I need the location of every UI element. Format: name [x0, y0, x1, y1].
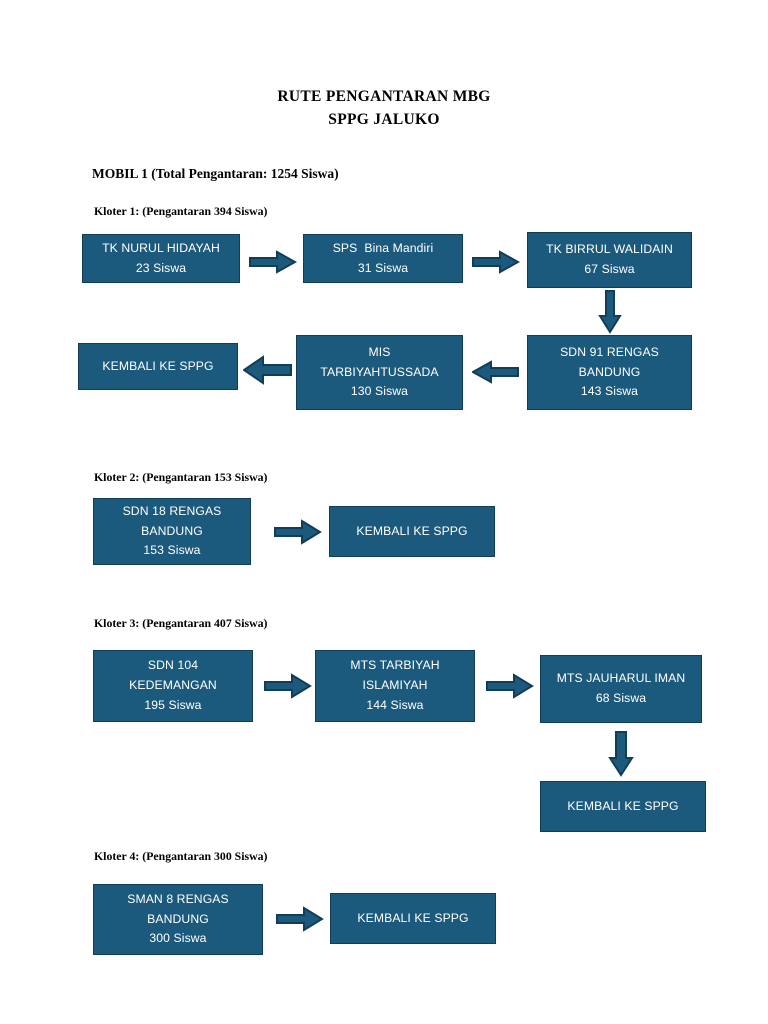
node-sdn-18-rengas-bandung[interactable]: SDN 18 RENGAS BANDUNG 153 Siswa: [93, 498, 251, 565]
node-mis-tarbiyahtussada[interactable]: MIS TARBIYAHTUSSADA 130 Siswa: [296, 335, 463, 410]
node-line-2: TARBIYAHTUSSADA: [320, 364, 439, 379]
node-line-1: SDN 91 RENGAS: [560, 344, 659, 359]
node-mts-tarbiyah-islamiyah[interactable]: MTS TARBIYAH ISLAMIYAH 144 Siswa: [315, 650, 475, 722]
cluster-heading-kloter-4: Kloter 4: (Pengantaran 300 Siswa): [94, 849, 268, 863]
node-line-1: SPS Bina Mandiri: [332, 240, 434, 255]
node-sman-8-rengas-bandung[interactable]: SMAN 8 RENGAS BANDUNG 300 Siswa: [93, 884, 263, 955]
arrow-left-k1-5-to-6: [243, 355, 293, 385]
node-tk-birrul-walidain[interactable]: TK BIRRUL WALIDAIN 67 Siswa: [527, 232, 692, 288]
arrow-down-k1-3-to-4: [598, 290, 622, 334]
arrow-down-k3-3-to-4: [608, 731, 634, 777]
cluster-heading-kloter-3: Kloter 3: (Pengantaran 407 Siswa): [94, 616, 268, 630]
node-line-3: 144 Siswa: [366, 697, 424, 712]
node-line-1: KEMBALI KE SPPG: [356, 523, 468, 538]
node-mts-jauharul-iman[interactable]: MTS JAUHARUL IMAN 68 Siswa: [540, 655, 702, 723]
node-sdn-104-kedemangan[interactable]: SDN 104 KEDEMANGAN 195 Siswa: [93, 650, 253, 722]
node-line-2: BANDUNG: [578, 364, 641, 379]
node-line-1: MIS: [368, 344, 391, 359]
cluster-heading-kloter-2: Kloter 2: (Pengantaran 153 Siswa): [94, 470, 268, 484]
node-line-1: SDN 18 RENGAS: [122, 503, 222, 518]
node-tk-nurul-hidayah[interactable]: TK NURUL HIDAYAH 23 Siswa: [82, 234, 240, 283]
node-line-1: KEMBALI KE SPPG: [567, 798, 679, 813]
node-line-1: KEMBALI KE SPPG: [102, 358, 214, 373]
arrow-left-k1-4-to-5: [472, 360, 520, 384]
arrow-right-k4-1-to-2: [276, 906, 324, 932]
node-line-1: MTS JAUHARUL IMAN: [556, 671, 686, 686]
node-line-2: KEDEMANGAN: [129, 678, 217, 693]
arrow-right-k3-1-to-2: [264, 673, 312, 699]
node-sps-bina-mandiri[interactable]: SPS Bina Mandiri 31 Siswa: [303, 234, 463, 283]
node-line-3: 130 Siswa: [350, 384, 409, 399]
page-title-line-2: SPPG JALUKO: [328, 111, 440, 128]
node-sdn-91-rengas-bandung[interactable]: SDN 91 RENGAS BANDUNG 143 Siswa: [527, 335, 692, 410]
node-line-1: MTS TARBIYAH: [350, 658, 440, 673]
node-line-2: 68 Siswa: [595, 691, 647, 705]
node-line-1: SMAN 8 RENGAS: [127, 891, 229, 906]
node-line-1: KEMBALI KE SPPG: [357, 910, 469, 925]
arrow-right-k2-1-to-2: [274, 519, 322, 545]
node-line-1: TK NURUL HIDAYAH: [102, 240, 220, 255]
arrow-right-k1-1-to-2: [249, 250, 297, 274]
node-line-2: 67 Siswa: [584, 262, 635, 276]
node-line-3: 153 Siswa: [143, 543, 201, 558]
node-line-1: SDN 104: [147, 658, 199, 673]
page-title-line-1: RUTE PENGANTARAN MBG: [277, 88, 491, 105]
node-line-3: 300 Siswa: [149, 931, 207, 946]
vehicle-heading: MOBIL 1 (Total Pengantaran: 1254 Siswa): [92, 166, 339, 181]
node-line-2: BANDUNG: [141, 523, 203, 538]
node-line-3: 195 Siswa: [144, 697, 202, 712]
arrow-right-k3-2-to-3: [486, 673, 534, 699]
node-line-2: BANDUNG: [147, 911, 209, 926]
node-kembali-ke-sppg-k1[interactable]: KEMBALI KE SPPG: [78, 343, 238, 390]
node-line-1: TK BIRRUL WALIDAIN: [546, 242, 673, 257]
node-kembali-ke-sppg-k4[interactable]: KEMBALI KE SPPG: [330, 893, 496, 944]
cluster-heading-kloter-1: Kloter 1: (Pengantaran 394 Siswa): [94, 204, 268, 218]
node-kembali-ke-sppg-k3[interactable]: KEMBALI KE SPPG: [540, 781, 706, 832]
node-line-3: 143 Siswa: [580, 384, 639, 399]
node-line-2: 23 Siswa: [135, 260, 187, 275]
node-line-2: 31 Siswa: [357, 260, 409, 275]
arrow-right-k1-2-to-3: [472, 250, 520, 274]
node-kembali-ke-sppg-k2[interactable]: KEMBALI KE SPPG: [329, 506, 495, 557]
node-line-2: ISLAMIYAH: [362, 678, 428, 693]
